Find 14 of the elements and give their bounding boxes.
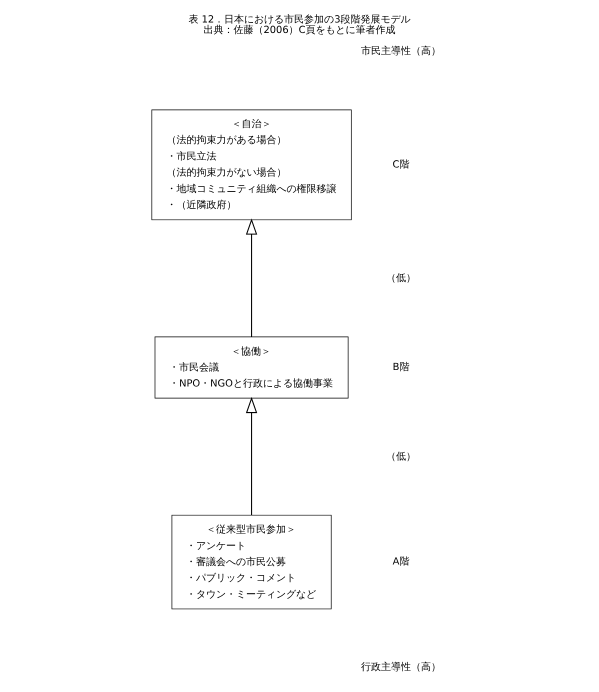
label: （低） (386, 451, 416, 462)
arrow (246, 396, 258, 516)
label: （低） (386, 272, 416, 284)
diagram-title: 表 12．日本における市民参加の3段階発展モデル (188, 14, 410, 26)
node-box: ＜協働＞ ・市民会議 ・NPO・NGOと行政による協働事業 (154, 336, 348, 399)
arrow (246, 218, 258, 337)
label: A階 (392, 556, 410, 568)
node-box: ＜自治＞ （法的拘束力がある場合） ・市民立法 （法的拘束力がない場合） ・地域コミュニティ組織への権限移譲 ・（近隣政府） (151, 110, 352, 220)
label: B階 (392, 362, 410, 374)
label: 市民主導性（高） (361, 46, 442, 57)
caption: 出典：佐藤（2006）C頁をもとに筆者作成 (204, 25, 396, 36)
label: C階 (392, 159, 410, 170)
node-box: ＜従来型市民参加＞ ・アンケート ・審議会への市民公募 ・パブリック・コメント ・タウン・ミーティングなど (172, 514, 332, 610)
label: 行政主導性（高） (361, 662, 442, 674)
